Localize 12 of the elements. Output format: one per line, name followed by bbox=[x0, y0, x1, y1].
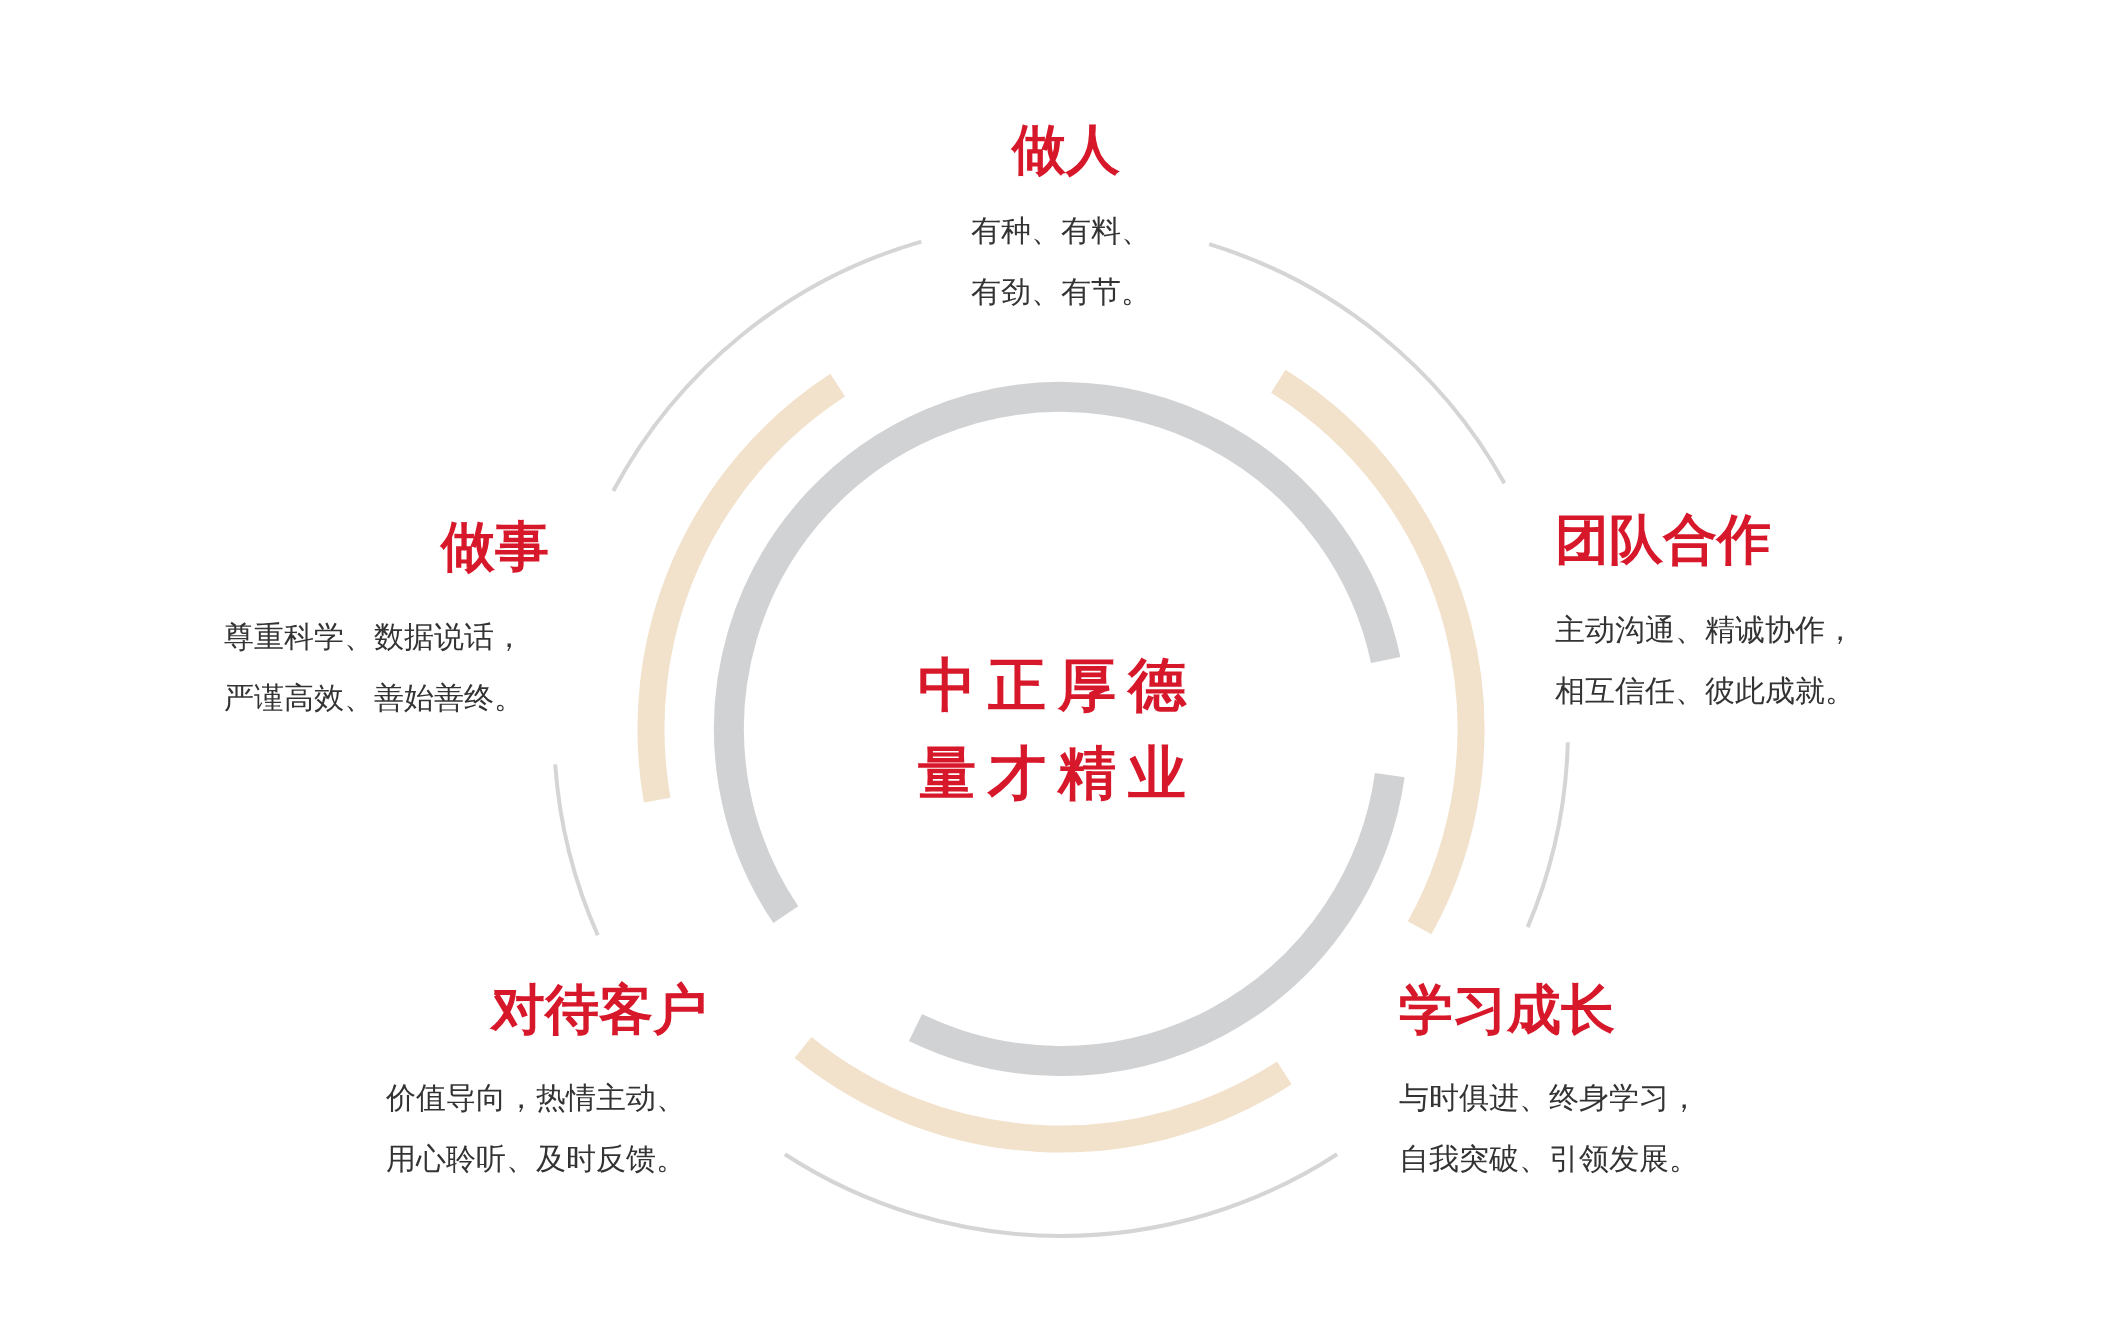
heading: 学习成长 bbox=[1399, 978, 1615, 1042]
body-text: 与时俱进、终身学习，自我突破、引领发展。 bbox=[1399, 1079, 1700, 1178]
body-text: 价值导向，热情主动、用心聆听、及时反馈。 bbox=[386, 1079, 687, 1178]
motto-text: 量才精业 bbox=[918, 738, 1198, 808]
heading: 做事 bbox=[441, 515, 549, 579]
heading: 对待客户 bbox=[491, 978, 707, 1042]
body-text: 尊重科学、数据说话，严谨高效、善始善终。 bbox=[224, 618, 525, 717]
heading: 团队合作 bbox=[1555, 508, 1771, 572]
body-text: 主动沟通、精诚协作，相互信任、彼此成就。 bbox=[1555, 611, 1856, 710]
body-text: 有种、有料、有劲、有节。 bbox=[971, 212, 1152, 311]
heading: 做人 bbox=[1012, 118, 1120, 182]
motto-text: 中正厚德 bbox=[918, 650, 1198, 720]
